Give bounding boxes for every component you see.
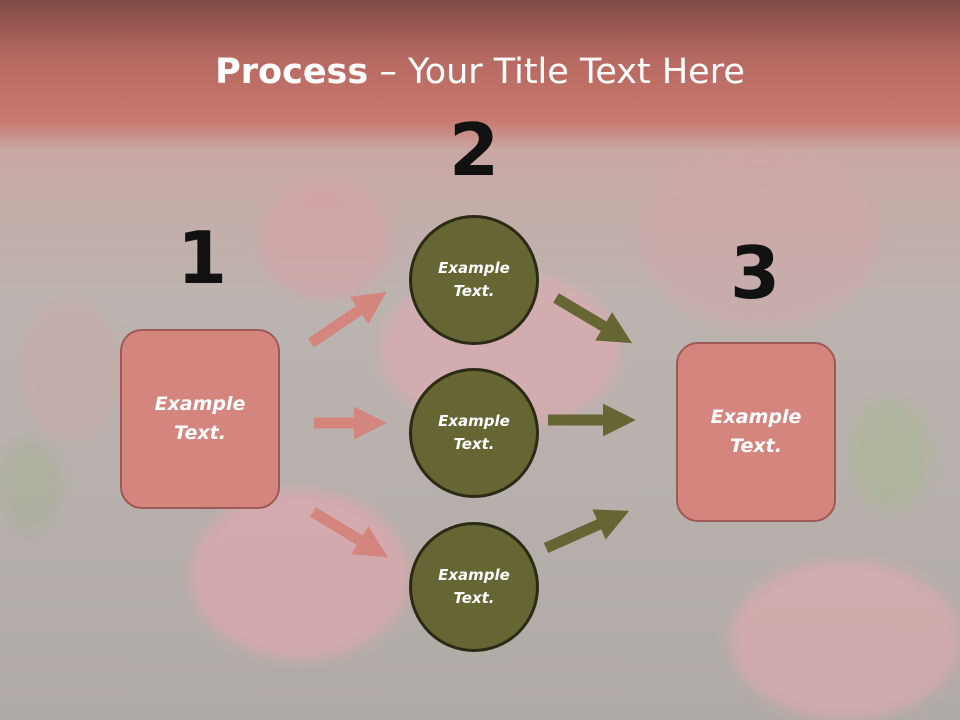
step-2-circle-middle: Example Text. bbox=[409, 368, 539, 498]
background-leaf bbox=[0, 440, 60, 530]
arrow-2-top-to-3 bbox=[553, 293, 633, 344]
arrow-1-to-2-bottom bbox=[310, 507, 388, 558]
step-3-box: Example Text. bbox=[676, 342, 836, 522]
arrow-2-bottom-to-3 bbox=[543, 509, 630, 554]
step-number-2: 2 bbox=[449, 108, 500, 192]
background-rose bbox=[640, 150, 880, 330]
background-rose bbox=[20, 300, 120, 440]
background-rose bbox=[730, 560, 960, 720]
step-2-circle-top: Example Text. bbox=[409, 215, 539, 345]
background-rose bbox=[260, 180, 390, 300]
step-1-box: Example Text. bbox=[120, 329, 280, 509]
arrow-1-to-2-top bbox=[307, 291, 387, 348]
slide-title: Process – Your Title Text Here bbox=[0, 52, 960, 92]
step-2-circle-bottom: Example Text. bbox=[409, 522, 539, 652]
title-bold: Process bbox=[215, 52, 369, 92]
step-number-3: 3 bbox=[730, 231, 781, 315]
step-number-1: 1 bbox=[177, 216, 228, 300]
background-rose bbox=[190, 490, 410, 660]
title-rest: – Your Title Text Here bbox=[368, 52, 745, 92]
background-leaf bbox=[850, 400, 930, 510]
